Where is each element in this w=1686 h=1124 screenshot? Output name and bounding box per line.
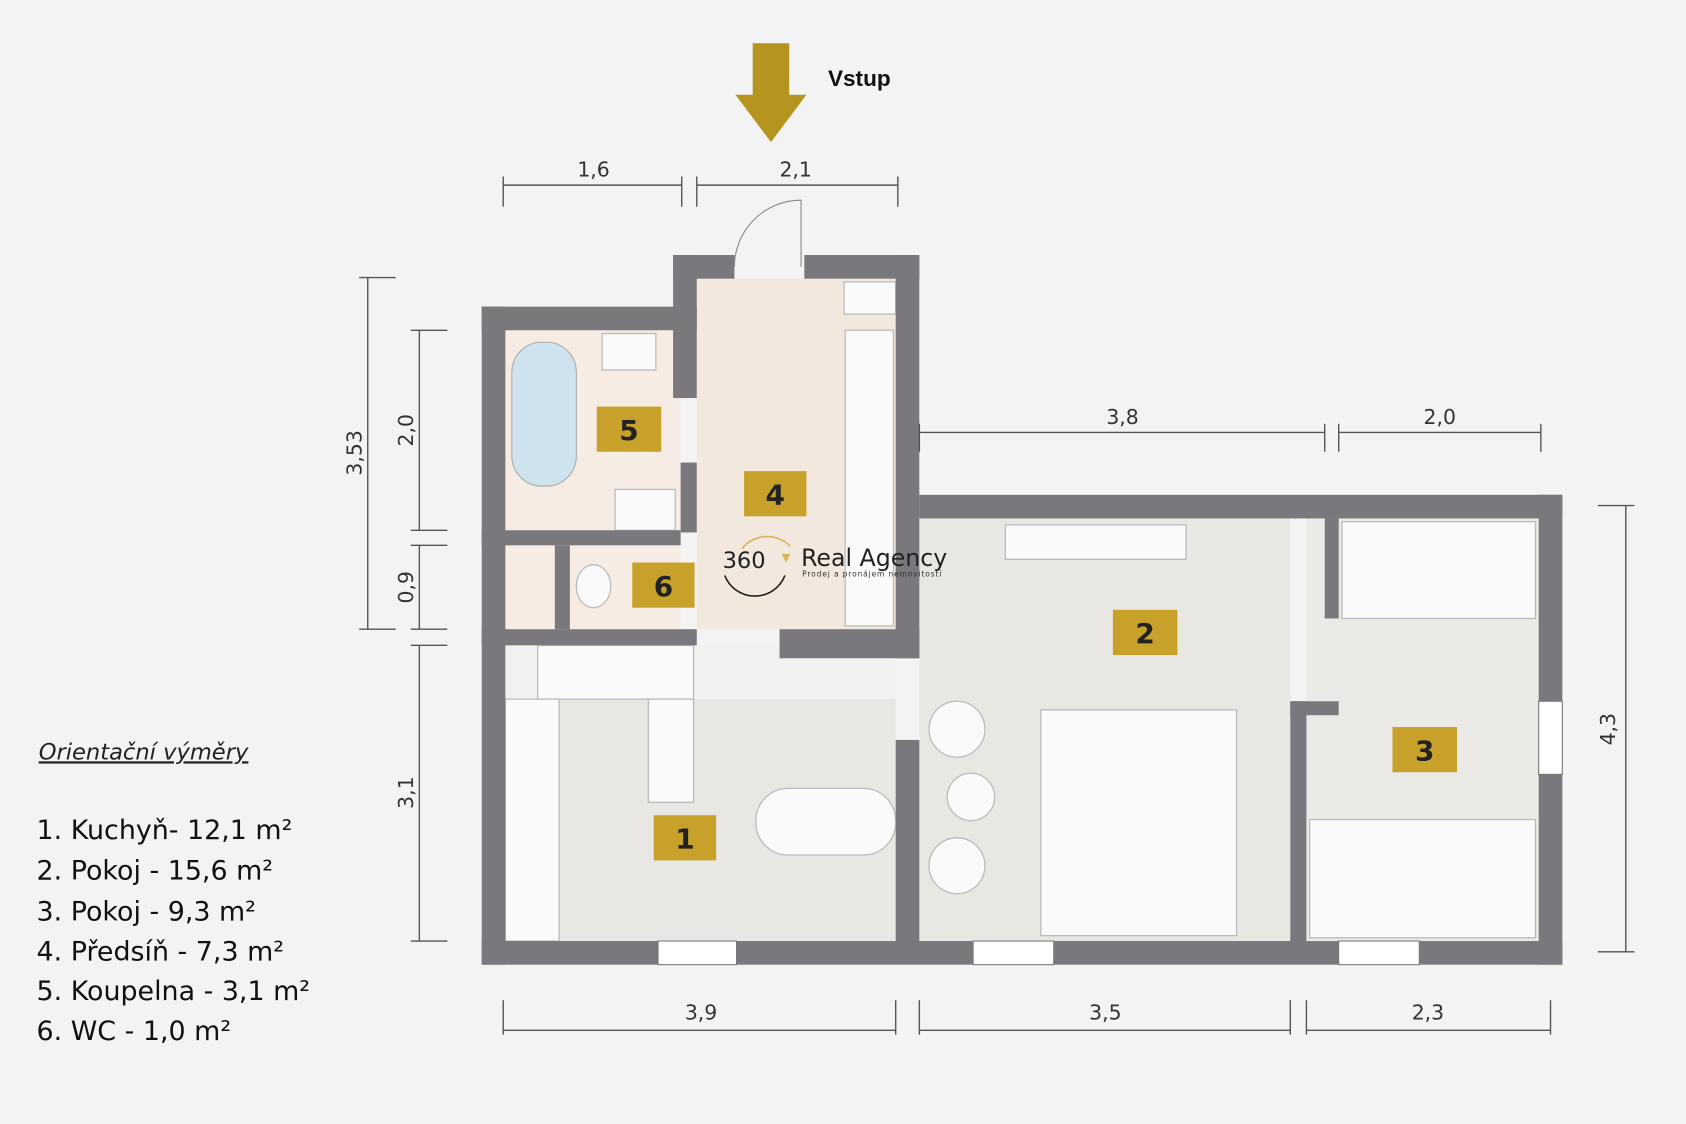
dim-top-left: 1,6	[577, 158, 609, 182]
room-labels: 1 2 3 4 5 6	[596, 406, 1457, 861]
dimension-labels: 1,6 2,1 3,8 2,0 3,9 3,5 2,3 3,53 2,0 0,9…	[342, 158, 1620, 1025]
toilet	[575, 564, 612, 609]
tv-unit	[1004, 524, 1187, 560]
logo-name: Real Agency	[801, 544, 947, 572]
coffee-table	[946, 772, 996, 822]
dim-mid-top-right: 2,0	[1424, 405, 1456, 429]
agency-logo: 360 Real Agency Prodej a pronájem nemovi…	[723, 535, 947, 597]
dimension-lines	[359, 176, 1635, 1035]
wardrobe	[844, 329, 895, 627]
bathtub	[511, 341, 577, 487]
room-label-4: 4	[766, 478, 785, 511]
dim-bottom-1: 3,9	[685, 1001, 717, 1025]
dim-bottom-2: 3,5	[1089, 1001, 1121, 1025]
armchair	[928, 837, 986, 895]
dim-top-right: 2,1	[779, 158, 811, 182]
dim-left-total: 3,53	[342, 430, 366, 475]
dim-left-wc: 0,9	[394, 571, 418, 603]
armchair	[928, 700, 986, 758]
bed-room3-bottom	[1309, 818, 1537, 939]
dining-table	[755, 787, 897, 856]
room-label-1: 1	[675, 823, 694, 856]
dim-bottom-3: 2,3	[1412, 1001, 1444, 1025]
legend-item: 6. WC - 1,0 m²	[37, 1016, 232, 1047]
kitchen-counter	[536, 644, 695, 700]
room-label-5: 5	[619, 414, 638, 447]
room-label-3: 3	[1415, 734, 1434, 767]
washbasin	[601, 332, 657, 371]
legend-item: 1. Kuchyň- 12,1 m²	[37, 815, 293, 846]
shelf	[843, 281, 897, 315]
entrance-arrow-icon	[735, 43, 807, 143]
kitchen-side	[504, 698, 560, 942]
kitchen-island	[647, 698, 695, 803]
legend-item: 5. Koupelna - 3,1 m²	[37, 976, 311, 1007]
dim-mid-top-left: 3,8	[1106, 405, 1138, 429]
legend-title: Orientační výměry	[39, 739, 249, 765]
dim-right: 4,3	[1596, 713, 1620, 745]
area-legend: Orientační výměry 1. Kuchyň- 12,1 m² 2. …	[37, 739, 311, 1047]
logo-tagline: Prodej a pronájem nemovitostí	[802, 570, 942, 579]
dim-left-kitchen: 3,1	[394, 776, 418, 808]
entrance-label: Vstup	[828, 66, 891, 91]
legend-item: 3. Pokoj - 9,3 m²	[37, 897, 256, 928]
legend-item: 4. Předsíň - 7,3 m²	[37, 936, 284, 967]
room-label-6: 6	[654, 570, 673, 603]
dim-left-bath: 2,0	[394, 414, 418, 446]
legend-item: 2. Pokoj - 15,6 m²	[37, 856, 274, 887]
double-bed-room2	[1040, 709, 1238, 937]
bed-room3-top	[1341, 521, 1537, 620]
logo-number: 360	[723, 548, 766, 574]
washing-machine	[614, 488, 676, 531]
furniture	[504, 281, 1537, 942]
walls	[481, 255, 1563, 966]
room-label-2: 2	[1135, 617, 1154, 650]
entrance-door	[733, 199, 802, 267]
